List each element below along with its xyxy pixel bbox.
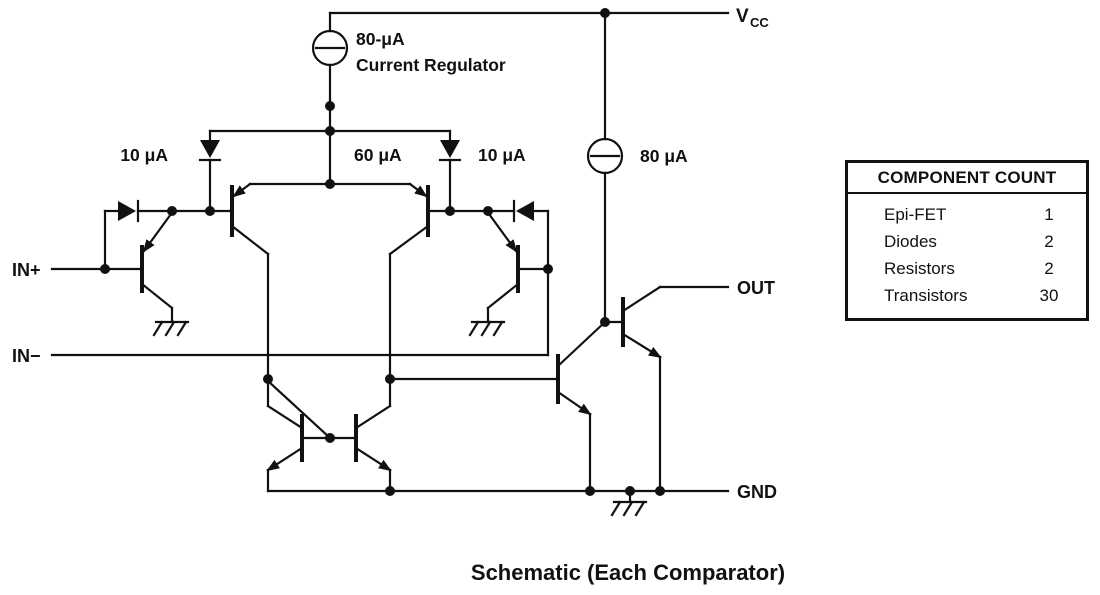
regulator-name-label: Current Regulator (356, 55, 506, 75)
regulator-value-label: 80-μA (356, 29, 405, 49)
component-count-row-epi-fet: Epi-FET 1 (848, 201, 1086, 228)
component-name: Diodes (884, 232, 937, 251)
component-name: Epi-FET (884, 205, 947, 224)
component-name: Transistors (884, 286, 968, 305)
ground-symbol-bottom (610, 489, 648, 517)
bias-diode-left-triangle (200, 140, 220, 158)
out-label: OUT (737, 278, 775, 298)
in-plus-label: IN+ (12, 260, 41, 280)
component-count-row-diodes: Diodes 2 (848, 228, 1086, 255)
component-count-value: 30 (1039, 286, 1059, 305)
ground-symbol-left (152, 320, 190, 337)
current-regulator-symbol (311, 11, 349, 186)
input-lead-in-minus (50, 209, 550, 357)
bias-diode-right-triangle (440, 140, 460, 158)
junction-dots (100, 8, 665, 496)
input-lead-in-plus (50, 209, 107, 271)
driver-transistor-q7 (556, 320, 607, 493)
component-count-title: COMPONENT COUNT (848, 163, 1086, 194)
tail-current-label: 60 μA (354, 145, 402, 165)
vcc-subscript-label: CC (750, 15, 769, 30)
component-count-rows: Epi-FET 1 Diodes 2 Resistors 2 Transisto… (848, 194, 1086, 318)
output-transistor-q8 (603, 285, 730, 493)
darlington-transistor-q3 (388, 182, 490, 408)
bias-diode-right (438, 129, 462, 213)
component-count-value: 1 (1044, 205, 1054, 224)
component-count-row-transistors: Transistors 30 (848, 282, 1086, 309)
component-count-table: COMPONENT COUNT Epi-FET 1 Diodes 2 Resis… (845, 160, 1089, 321)
component-count-value: 2 (1044, 232, 1054, 251)
output-source-current-label: 80 μA (640, 146, 688, 166)
component-count-row-resistors: Resistors 2 (848, 255, 1086, 282)
current-source-80uA (586, 11, 624, 324)
right-diode-current-label: 10 μA (478, 145, 526, 165)
clamp-diode-right-triangle (516, 201, 534, 221)
component-name: Resistors (884, 259, 955, 278)
ground-symbol-right (468, 320, 506, 337)
darlington-transistor-q2 (208, 182, 270, 408)
input-transistor-q1 (103, 212, 174, 324)
component-count-value: 2 (1044, 259, 1054, 278)
input-transistor-q4 (486, 212, 550, 324)
left-diode-current-label: 10 μA (120, 145, 168, 165)
bias-diode-left (198, 129, 222, 213)
vcc-label: V (736, 6, 749, 27)
current-mirror (266, 379, 392, 493)
clamp-diode-left-triangle (118, 201, 136, 221)
schematic-caption: Schematic (Each Comparator) (470, 560, 786, 585)
diode-glyphs (118, 140, 534, 221)
gnd-label: GND (737, 482, 777, 502)
in-minus-label: IN− (12, 346, 41, 366)
